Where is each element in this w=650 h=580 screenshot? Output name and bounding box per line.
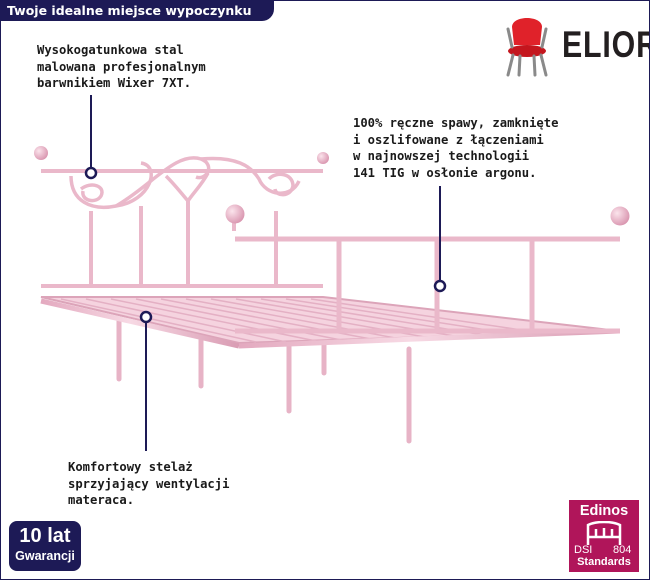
bed-icon — [586, 521, 622, 545]
welds-marker — [433, 279, 447, 293]
warranty-label: Gwarancji — [15, 549, 75, 563]
brand-logo — [498, 9, 646, 79]
certificate-standards: Standards — [577, 556, 631, 568]
certificate-number: 804 — [613, 544, 632, 556]
certificate-name: Edinos — [579, 503, 629, 519]
certificate-dsi: DSI — [574, 544, 593, 556]
edinos-certificate-badge: Edinos DSI 804 Standards — [569, 500, 639, 572]
warranty-badge: 10 lat Gwarancji — [9, 521, 81, 571]
banner-title: Twoje idealne miejsce wypoczynku — [1, 1, 274, 21]
headboard-marker — [84, 166, 98, 180]
warranty-years: 10 lat — [19, 525, 71, 547]
slats-marker — [139, 310, 153, 324]
red-chair-icon — [506, 18, 548, 77]
brand-name: ELIOR — [562, 24, 650, 65]
